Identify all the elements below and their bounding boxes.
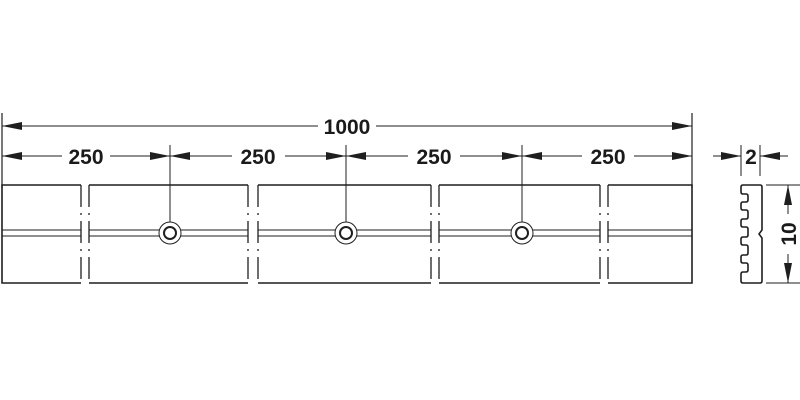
dimension-segment-3: 250 [346,146,522,169]
profile-cross-section [740,184,763,284]
dimension-segment-2: 250 [170,146,346,169]
dimension-segment-4-label: 250 [590,146,625,169]
break-lines [80,185,609,283]
mounting-hole-1 [158,221,182,245]
dimension-profile-width-label: 2 [745,146,757,169]
dimension-profile-width: 2 [713,145,788,176]
dimension-profile-height: 10 [766,184,800,284]
dimension-segment-4: 250 [522,146,692,169]
dimension-overall-label: 1000 [324,116,371,139]
center-groove [2,229,692,237]
rail-body [1,184,693,284]
dimension-segment-2-label: 250 [240,146,275,169]
dimension-overall: 1000 [2,116,692,139]
dimension-segment-3-label: 250 [416,146,451,169]
dimension-segment-1: 250 [2,146,170,169]
dimension-segment-1-label: 250 [68,146,103,169]
mounting-hole-2 [334,221,358,245]
mounting-hole-3 [510,221,534,245]
dimension-profile-height-label: 10 [778,222,800,245]
